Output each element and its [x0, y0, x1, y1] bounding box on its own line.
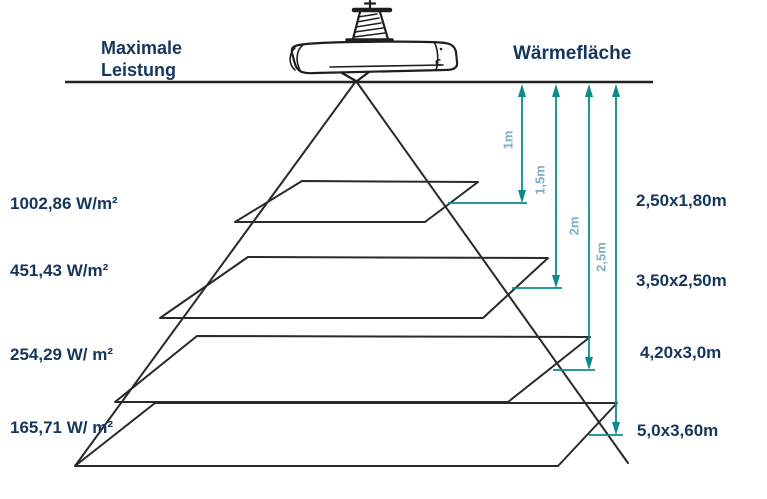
distance-label-1m: 1m [500, 130, 516, 150]
plane-2 [159, 256, 549, 319]
power-label-4: 165,71 W/ m² [10, 418, 113, 437]
heated-area-planes [74, 180, 618, 467]
area-label-3: 4,20x3,0m [640, 343, 722, 362]
power-label-1: 1002,86 W/m² [10, 194, 118, 213]
area-label-2: 3,50x2,50m [636, 271, 727, 290]
arrow-1-5m [512, 84, 562, 289]
power-label-3: 254,29 W/ m² [10, 345, 113, 364]
arrow-1m [448, 84, 527, 204]
power-label-2: 451,43 W/m² [10, 261, 109, 280]
area-label-1: 2,50x1,80m [636, 191, 727, 210]
distance-label-2-5m: 2,5m [593, 242, 609, 272]
max-power-title-line2: Leistung [101, 60, 176, 80]
dimension-arrows [448, 84, 623, 436]
area-label-4: 5,0x3,60m [637, 421, 719, 440]
plane-3 [114, 335, 591, 403]
distance-label-2m: 2m [566, 216, 582, 236]
arrow-2m [553, 84, 595, 371]
arrow-2-5m [589, 84, 623, 436]
distance-label-1-5m: 1,5m [532, 165, 548, 195]
heat-surface-title: Wärmefläche [513, 43, 632, 64]
max-power-title-line1: Maximale [101, 38, 183, 58]
heater-icon [289, 0, 459, 83]
plane-1 [234, 180, 479, 223]
radiation-cone-lines [74, 80, 629, 467]
plane-4 [74, 402, 618, 467]
